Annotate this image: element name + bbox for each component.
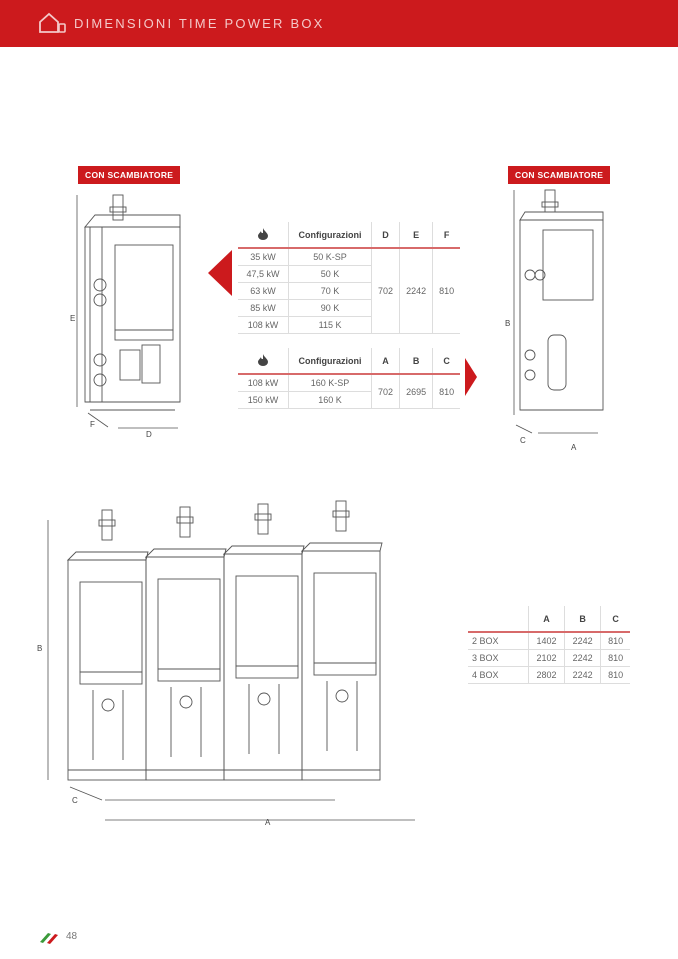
home-icon xyxy=(39,12,66,33)
col-header: E xyxy=(398,222,433,249)
config-cell: 160 K-SP xyxy=(287,374,372,392)
unit-diagram-left xyxy=(76,194,181,429)
col-header: A xyxy=(527,606,565,633)
dim-label-b-right: B xyxy=(505,319,511,328)
arrow-left-icon xyxy=(208,250,232,296)
dim-label-e: E xyxy=(70,314,76,323)
arrow-right-icon xyxy=(465,358,477,396)
col-header: Configurazioni xyxy=(287,222,372,249)
dim-label-b-bottom: B xyxy=(37,644,43,653)
dimensions-table-1: Configurazioni D E F 35 kW 50 K-SP 702 2… xyxy=(238,222,460,334)
power-cell: 35 kW xyxy=(238,248,289,266)
box-cell: 3 BOX xyxy=(468,649,529,667)
config-cell: 115 K xyxy=(287,316,372,334)
tag-left: CON SCAMBIATORE xyxy=(78,166,181,184)
dim-c-cell: 810 xyxy=(432,374,460,409)
power-cell: 47,5 kW xyxy=(238,265,289,283)
boiler-unit xyxy=(235,575,299,667)
config-cell: 50 K xyxy=(287,265,372,283)
dim-d-cell: 702 xyxy=(371,248,400,334)
col-header: B xyxy=(564,606,601,633)
flame-icon xyxy=(238,222,289,249)
page-title: DIMENSIONI TIME POWER BOX xyxy=(74,16,325,31)
dimensions-table-2: Configurazioni A B C 108 kW 160 K-SP 702… xyxy=(238,348,460,409)
tag-right: CON SCAMBIATORE xyxy=(508,166,611,184)
dim-label-a-bottom: A xyxy=(265,818,271,827)
dim-cell: 810 xyxy=(600,632,630,650)
dim-label-c-bottom: C xyxy=(72,796,78,805)
dim-cell: 2242 xyxy=(564,666,601,684)
dim-a-cell: 702 xyxy=(371,374,400,409)
col-header: F xyxy=(432,222,460,249)
power-cell: 63 kW xyxy=(238,282,289,300)
col-header: C xyxy=(600,606,630,633)
power-cell: 108 kW xyxy=(238,374,289,392)
header-bar: DIMENSIONI TIME POWER BOX xyxy=(0,0,678,47)
config-cell: 70 K xyxy=(287,282,372,300)
dim-cell: 810 xyxy=(600,666,630,684)
italy-flag-logo-icon xyxy=(40,933,58,944)
boiler-unit xyxy=(313,572,377,664)
dim-cell: 2102 xyxy=(527,649,565,667)
dim-label-d: D xyxy=(146,430,152,439)
col-header: D xyxy=(371,222,400,249)
boiler-unit xyxy=(157,578,221,670)
power-cell: 85 kW xyxy=(238,299,289,317)
config-cell: 90 K xyxy=(287,299,372,317)
flame-icon xyxy=(238,348,289,375)
box-cell: 2 BOX xyxy=(468,632,529,650)
table-row: 108 kW 160 K-SP 702 2695 810 xyxy=(238,374,460,409)
dim-cell: 2242 xyxy=(564,632,601,650)
multi-box-diagram xyxy=(47,500,415,821)
flue-pipe xyxy=(257,503,269,535)
col-header: A xyxy=(371,348,400,375)
dim-b-cell: 2695 xyxy=(398,374,433,409)
dim-label-f: F xyxy=(90,420,95,429)
box-cell: 4 BOX xyxy=(468,666,529,684)
unit-diagram-right xyxy=(513,189,604,434)
power-cell: 108 kW xyxy=(238,316,289,334)
config-cell: 160 K xyxy=(287,391,372,409)
dim-f-cell: 810 xyxy=(432,248,460,334)
flue-pipe xyxy=(179,506,191,538)
flue-pipe xyxy=(335,500,347,532)
col-header: C xyxy=(432,348,460,375)
dim-label-c-right: C xyxy=(520,436,526,445)
dim-cell: 2802 xyxy=(527,666,565,684)
table-row: 35 kW 50 K-SP 702 2242 810 xyxy=(238,248,460,334)
boiler-unit xyxy=(79,581,143,673)
config-cell: 50 K-SP xyxy=(287,248,372,266)
col-header: Configurazioni xyxy=(287,348,372,375)
col-header: B xyxy=(398,348,433,375)
dim-cell: 2242 xyxy=(564,649,601,667)
boiler-box xyxy=(301,550,381,781)
dim-cell: 810 xyxy=(600,649,630,667)
dim-label-a-right: A xyxy=(571,443,577,452)
page-number: 48 xyxy=(66,931,78,942)
power-cell: 150 kW xyxy=(238,391,289,409)
dim-cell: 1402 xyxy=(527,632,565,650)
col-header xyxy=(468,606,529,633)
dim-e-cell: 2242 xyxy=(398,248,433,334)
flue-pipe xyxy=(101,509,113,541)
